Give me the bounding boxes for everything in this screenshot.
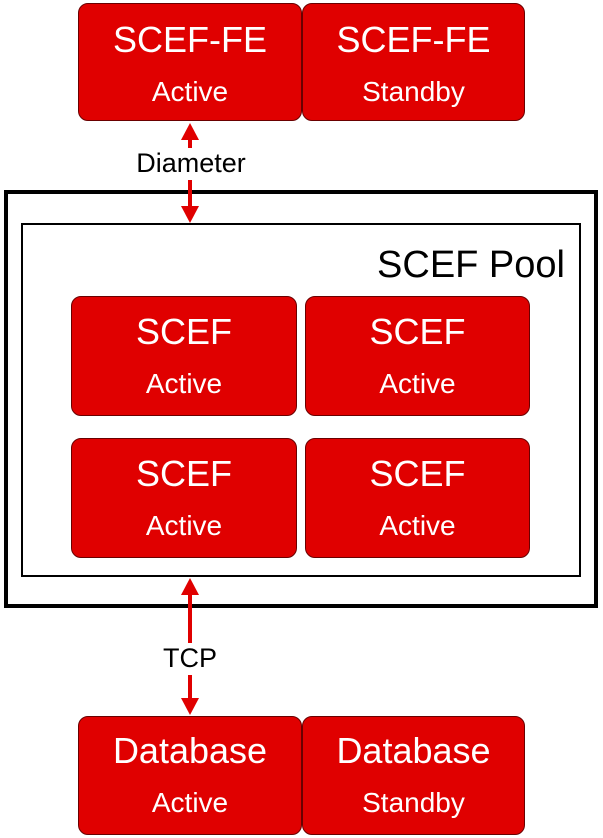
scef-node-1: SCEF Active <box>71 296 297 416</box>
scef-node-3: SCEF Active <box>71 438 297 558</box>
scef-pool-frame <box>21 223 581 577</box>
node-title: Database <box>112 730 268 771</box>
outer-frame <box>4 190 598 608</box>
node-state: Active <box>379 510 456 541</box>
pool-title: SCEF Pool <box>377 244 565 286</box>
node-title: SCEF <box>369 311 466 352</box>
scef-node-2: SCEF Active <box>305 296 530 416</box>
diameter-label: Diameter <box>122 148 260 180</box>
tcp-arrowhead-down <box>181 698 199 715</box>
node-state: Active <box>151 787 229 818</box>
node-state: Active <box>145 368 223 399</box>
diameter-arrowhead-up <box>181 123 199 140</box>
node-title: SCEF <box>135 311 232 352</box>
database-standby-node: Database Standby <box>302 716 525 835</box>
node-state: Active <box>145 510 223 541</box>
node-title: SCEF <box>369 453 466 494</box>
node-title: SCEF <box>135 453 232 494</box>
scef-fe-active-node: SCEF-FE Active <box>78 3 302 121</box>
node-state: Active <box>379 368 456 399</box>
diameter-arrowhead-down <box>181 206 199 223</box>
node-state: Active <box>151 76 229 107</box>
node-state: Standby <box>362 76 465 107</box>
node-title: SCEF-FE <box>336 19 491 60</box>
node-title: Database <box>336 730 491 771</box>
database-active-node: Database Active <box>78 716 302 835</box>
tcp-arrowhead-up <box>181 578 199 595</box>
node-title: SCEF-FE <box>112 19 267 60</box>
tcp-label: TCP <box>152 643 228 675</box>
scef-node-4: SCEF Active <box>305 438 530 558</box>
scef-fe-standby-node: SCEF-FE Standby <box>302 3 525 121</box>
node-state: Standby <box>362 787 465 818</box>
